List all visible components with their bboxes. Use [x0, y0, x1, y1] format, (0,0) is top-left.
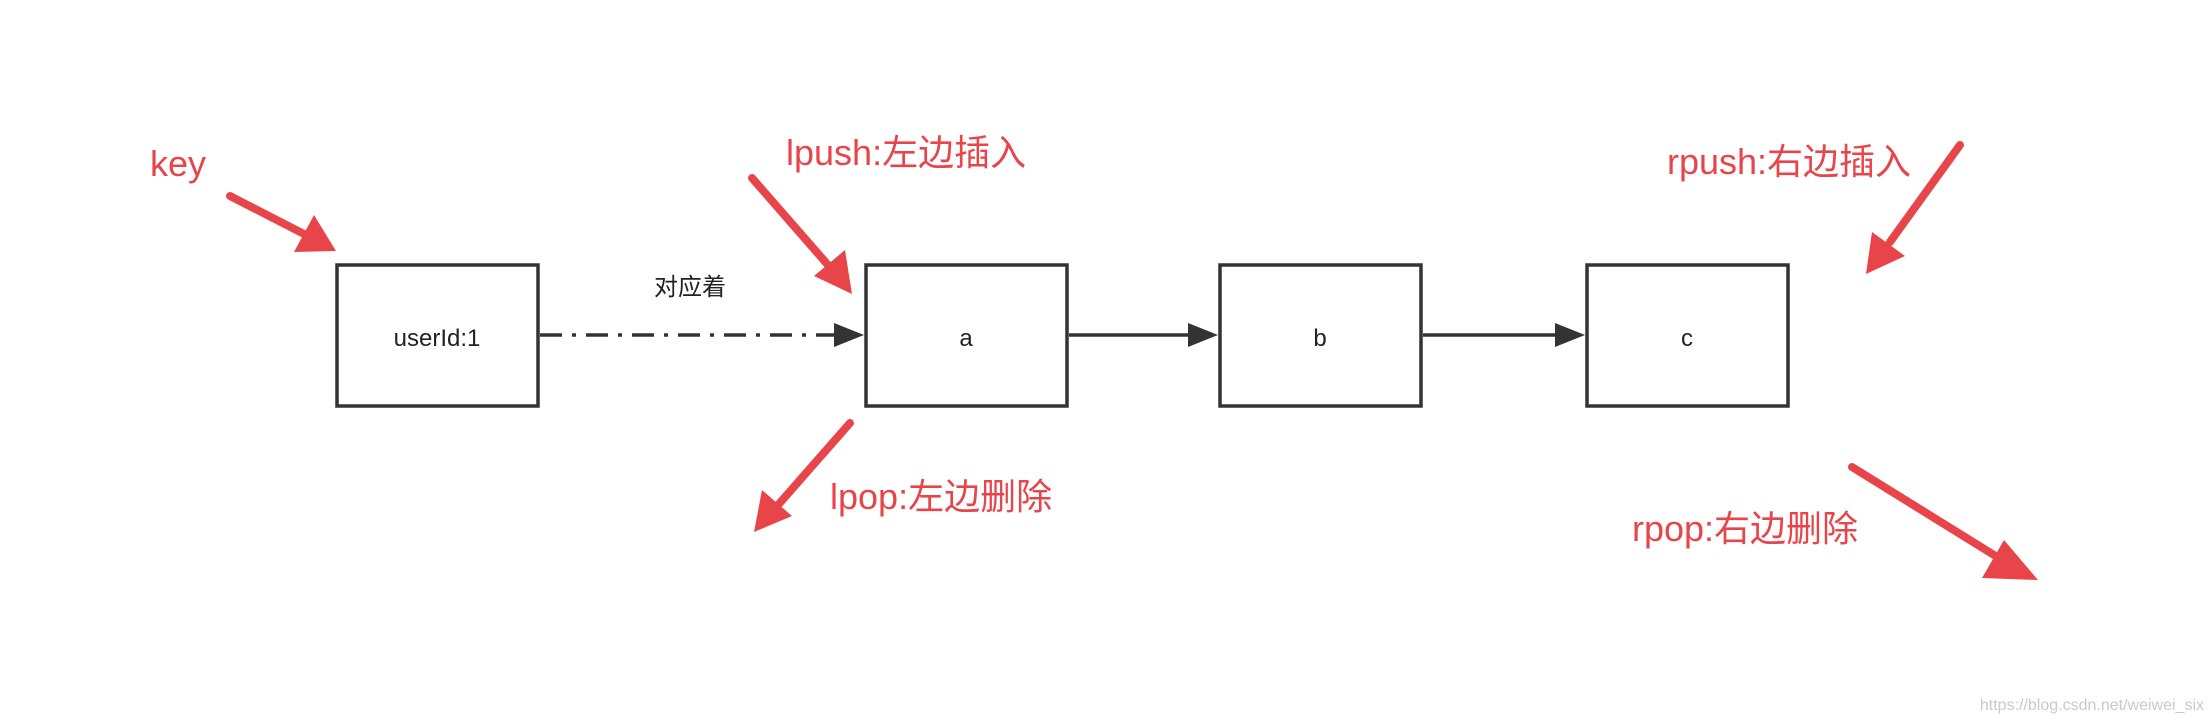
a-to-b-arrowhead	[1188, 323, 1218, 347]
key-to-a-connector	[540, 323, 864, 347]
node-a-label: a	[959, 325, 973, 352]
label-lpop: lpop:左边删除	[830, 476, 1052, 517]
node-key: userId:1	[335, 263, 540, 408]
node-a: a	[864, 263, 1069, 408]
node-key-label: userId:1	[394, 325, 481, 352]
label-lpush: lpush:左边插入	[786, 132, 1026, 173]
edge-caption: 对应着	[654, 273, 726, 301]
arrow-lpush	[748, 174, 852, 294]
a-to-b-arrow	[1069, 323, 1218, 347]
label-key: key	[150, 143, 206, 184]
arrow-lpop	[754, 419, 854, 532]
node-b: b	[1218, 263, 1423, 408]
node-c: c	[1585, 263, 1790, 408]
b-to-c-arrow	[1423, 323, 1585, 347]
node-c-label: c	[1681, 325, 1693, 352]
watermark: https://blog.csdn.net/weiwei_six	[1980, 697, 2204, 714]
label-rpush: rpush:右边插入	[1667, 141, 1911, 182]
arrow-rpop	[1848, 463, 2038, 580]
label-rpop: rpop:右边删除	[1632, 508, 1858, 549]
node-b-label: b	[1313, 325, 1326, 352]
b-to-c-arrowhead	[1555, 323, 1585, 347]
arrow-key	[226, 192, 336, 252]
connector-arrowhead	[834, 323, 864, 347]
arrow-rpush	[1866, 141, 1964, 274]
